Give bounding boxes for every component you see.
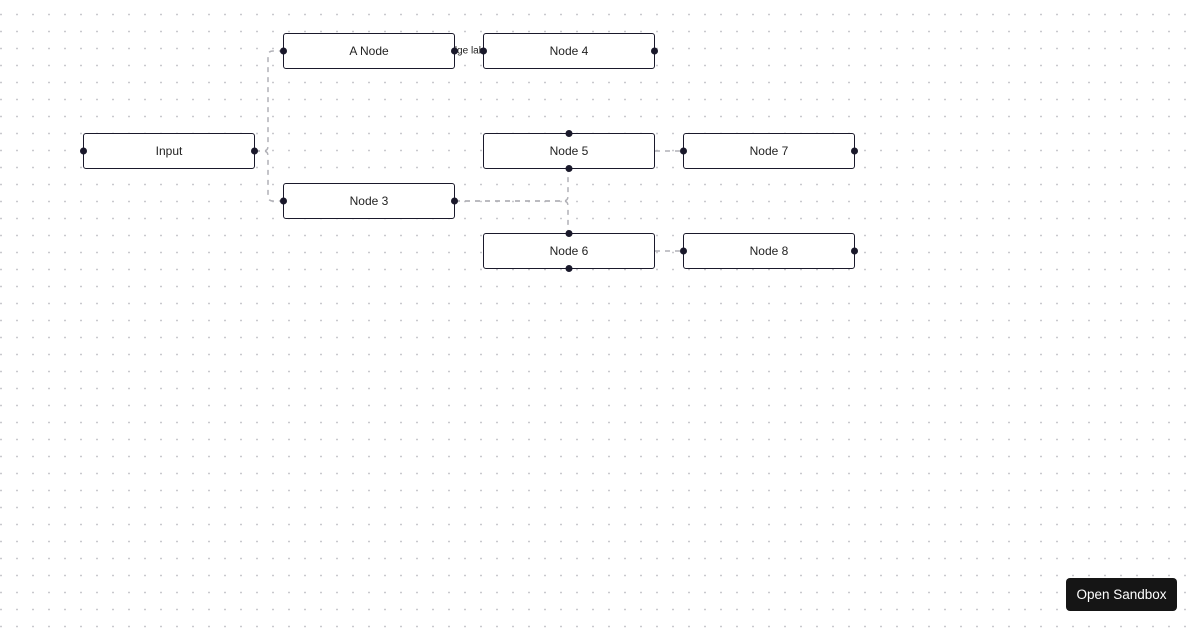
node-label: Node 5: [549, 144, 589, 158]
source-handle-icon[interactable]: [851, 247, 858, 255]
source-handle-icon[interactable]: [565, 265, 573, 272]
node-3[interactable]: Node 3: [280, 183, 458, 219]
target-handle-icon[interactable]: [565, 130, 573, 137]
node-8[interactable]: Node 8: [680, 233, 858, 269]
edge-node-3-to-node-6[interactable]: [455, 200, 569, 233]
target-handle-icon[interactable]: [480, 47, 487, 55]
open-sandbox-button[interactable]: Open Sandbox: [1066, 578, 1177, 611]
node-label: Node 8: [749, 244, 789, 258]
node-label: Node 7: [749, 144, 789, 158]
target-handle-icon[interactable]: [680, 147, 687, 155]
edge-node-3-to-node-5[interactable]: [455, 169, 569, 202]
node-6[interactable]: Node 6: [483, 230, 655, 272]
edge-input-to-a-node[interactable]: [255, 50, 283, 152]
node-a-node[interactable]: A Node: [280, 33, 458, 69]
node-label: Input: [155, 144, 183, 158]
target-handle-icon[interactable]: [680, 247, 687, 255]
source-handle-icon[interactable]: [451, 47, 458, 55]
source-handle-icon[interactable]: [251, 147, 258, 155]
node-label: Node 4: [549, 44, 589, 58]
node-4[interactable]: Node 4: [480, 33, 658, 69]
source-handle-icon[interactable]: [651, 47, 658, 55]
target-handle-icon[interactable]: [280, 47, 287, 55]
source-handle-icon[interactable]: [565, 165, 573, 172]
edge-input-to-node-3[interactable]: [255, 150, 283, 202]
target-handle-icon[interactable]: [565, 230, 573, 237]
node-label: Node 3: [349, 194, 389, 208]
node-7[interactable]: Node 7: [680, 133, 858, 169]
node-input[interactable]: Input: [80, 133, 258, 169]
source-handle-icon[interactable]: [851, 147, 858, 155]
node-label: Node 6: [549, 244, 589, 258]
source-handle-icon[interactable]: [451, 197, 458, 205]
node-label: A Node: [349, 44, 389, 58]
target-handle-icon[interactable]: [280, 197, 287, 205]
target-handle-icon[interactable]: [80, 147, 87, 155]
node-5[interactable]: Node 5: [483, 130, 655, 172]
